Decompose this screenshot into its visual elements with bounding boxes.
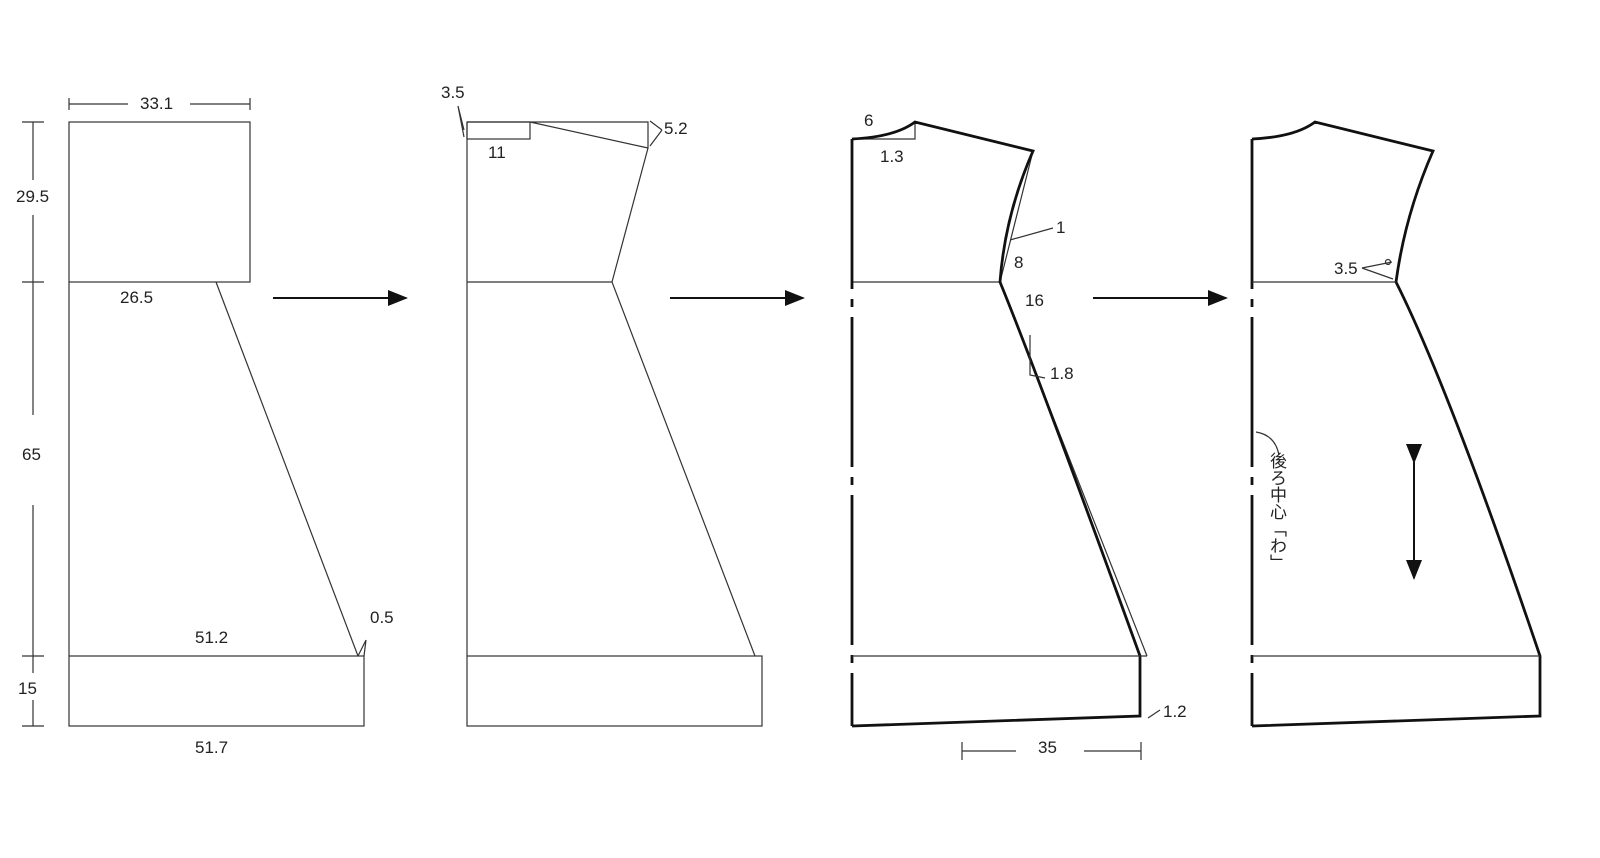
label-6: 6 [864, 111, 873, 130]
label-15: 15 [18, 679, 37, 698]
label-1-2: 1.2 [1163, 702, 1187, 721]
bodice-outline [851, 120, 1142, 728]
step-1: 33.1 29.5 26.5 65 51.2 0.5 15 51.7 [16, 94, 394, 757]
final-outline [1251, 120, 1542, 728]
label-1: 1 [1056, 218, 1065, 237]
guide-lines [852, 122, 1148, 657]
leader-lines [1009, 227, 1161, 719]
label-5-2: 5.2 [664, 119, 688, 138]
width-dimension [68, 98, 251, 110]
neck-box [466, 121, 531, 140]
height-dimension [22, 121, 44, 727]
side-line [215, 281, 359, 657]
bodice-outline [466, 121, 756, 657]
label-29-5: 29.5 [16, 187, 49, 206]
label-16: 16 [1025, 291, 1044, 310]
step-4: 3.5 後ろ中心「わ」 [1250, 120, 1542, 728]
fold-leader [1255, 431, 1280, 456]
notch-marker [1361, 261, 1394, 280]
label-51-7: 51.7 [195, 738, 228, 757]
label-3-5: 3.5 [1334, 259, 1358, 278]
label-1-8: 1.8 [1050, 364, 1074, 383]
band-dimension [961, 742, 1142, 760]
label-65: 65 [22, 445, 41, 464]
center-back-fold-label: 後ろ中心「わ」 [1266, 452, 1287, 571]
step-3: 6 1.3 1 8 16 1.8 1.2 35 [850, 111, 1187, 760]
label-3-5: 3.5 [441, 83, 465, 102]
notch-circle [1384, 258, 1392, 266]
label-11: 11 [488, 143, 506, 162]
label-33-1: 33.1 [140, 94, 173, 113]
label-51-2: 51.2 [195, 628, 228, 647]
shoulder-marker [649, 120, 663, 147]
label-26-5: 26.5 [120, 288, 153, 307]
neck-marker [457, 105, 465, 138]
step-2: 3.5 11 5.2 [441, 83, 763, 727]
bodice-rectangle [68, 121, 251, 283]
band-rectangle [68, 655, 365, 727]
label-35: 35 [1038, 738, 1057, 757]
band-rectangle [466, 655, 763, 727]
label-0-5: 0.5 [370, 608, 394, 627]
label-8: 8 [1014, 253, 1023, 272]
offset-marker [357, 639, 367, 657]
label-1-3: 1.3 [880, 147, 904, 166]
